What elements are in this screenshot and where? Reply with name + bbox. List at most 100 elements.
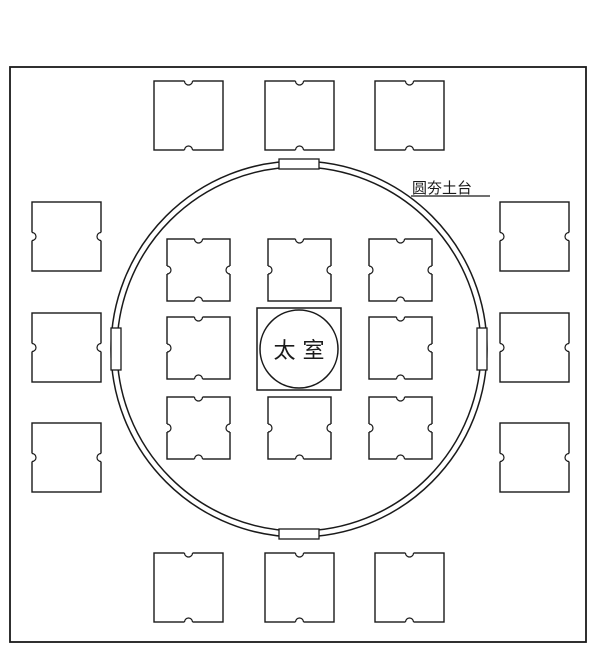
outer-room-west-1-notch-r	[96, 231, 102, 242]
inner-room-ne-notch-b	[395, 296, 406, 302]
inner-room-n-notch-t	[294, 238, 305, 244]
inner-room-nw	[165, 237, 232, 303]
outer-room-west-3-notch-r	[96, 452, 102, 463]
inner-room-se-notch-t	[395, 396, 406, 402]
outer-room-south-2-outline	[264, 552, 335, 623]
inner-room-n-outline	[267, 238, 332, 302]
inner-room-e-notch-b	[395, 374, 406, 380]
outer-room-south-1-notch-b	[183, 617, 194, 623]
inner-room-se-notch-l	[368, 423, 374, 433]
outer-room-east-3-notch-l	[499, 452, 505, 463]
outer-room-south-1-notch-t	[183, 552, 194, 558]
inner-room-nw-notch-r	[225, 265, 231, 275]
outer-room-south-3-notch-b	[404, 617, 415, 623]
outer-room-south-1	[153, 551, 224, 624]
outer-room-south-2-notch-t	[294, 552, 305, 558]
outer-room-east-1-outline	[499, 201, 570, 272]
outer-rooms	[30, 79, 571, 624]
inner-room-w	[165, 315, 231, 381]
central-hall-circle	[259, 309, 339, 389]
outer-room-east-2	[498, 312, 571, 383]
inner-room-s-outline	[267, 396, 332, 460]
outer-room-west-1	[30, 201, 103, 272]
inner-room-se-notch-r	[427, 423, 433, 433]
outer-room-east-3-notch-r	[564, 452, 570, 463]
outer-room-north-1	[153, 79, 224, 152]
inner-room-s	[266, 396, 333, 461]
outer-room-east-2-notch-l	[499, 342, 505, 353]
outer-room-north-3-outline	[374, 80, 445, 151]
outer-room-east-1	[498, 201, 571, 272]
outer-room-west-3	[30, 422, 103, 493]
outer-room-north-1-outline	[153, 80, 224, 151]
inner-room-ne	[367, 237, 434, 303]
outer-room-east-2-outline	[499, 312, 570, 383]
inner-room-s-notch-b	[294, 454, 305, 460]
inner-room-sw-notch-r	[225, 423, 231, 433]
outer-room-east-3	[498, 422, 571, 493]
outer-room-south-3-notch-t	[404, 552, 415, 558]
inner-room-w-notch-t	[193, 316, 204, 322]
inner-room-nw-outline	[166, 238, 231, 302]
outer-room-south-3	[374, 551, 445, 624]
outer-room-north-2-outline	[264, 80, 335, 151]
central-hall-label: 太 室	[274, 339, 325, 364]
inner-room-sw-notch-t	[193, 396, 204, 402]
outer-room-east-1-notch-l	[499, 231, 505, 242]
inner-room-s-notch-l	[267, 423, 273, 433]
inner-room-n-notch-l	[267, 265, 273, 275]
outer-room-north-1-notch-b	[183, 145, 194, 151]
outer-room-south-2-notch-b	[294, 617, 305, 623]
inner-room-n	[266, 237, 333, 302]
outer-room-north-1-notch-t	[183, 80, 194, 86]
outer-room-west-2-outline	[31, 312, 102, 383]
outer-room-west-2	[30, 312, 103, 383]
gate-east	[476, 327, 488, 371]
gate-north	[278, 158, 320, 170]
outer-room-south-3-outline	[374, 552, 445, 623]
inner-room-sw	[165, 395, 232, 461]
outer-room-west-2-notch-r	[96, 342, 102, 353]
inner-room-se-notch-b	[395, 454, 406, 460]
inner-room-ne-notch-l	[368, 265, 374, 275]
inner-room-sw-notch-b	[193, 454, 204, 460]
inner-room-ne-notch-r	[427, 265, 433, 275]
gate-west	[110, 327, 122, 371]
inner-room-nw-notch-l	[166, 265, 172, 275]
inner-room-e-outline	[368, 316, 433, 380]
inner-room-e-notch-r	[427, 343, 433, 353]
gate-south	[278, 528, 320, 540]
inner-room-n-notch-r	[326, 265, 332, 275]
outer-room-north-3-notch-b	[404, 145, 415, 151]
outer-room-north-2-notch-t	[294, 80, 305, 86]
inner-room-se-outline	[368, 396, 433, 460]
inner-room-sw-notch-l	[166, 423, 172, 433]
outer-room-south-2	[264, 551, 335, 624]
inner-room-ne-outline	[368, 238, 433, 302]
outer-room-north-2	[264, 79, 335, 152]
outer-room-west-2-notch-l	[31, 342, 37, 353]
outer-room-south-1-outline	[153, 552, 224, 623]
inner-room-ne-notch-t	[395, 238, 406, 244]
outer-room-north-3	[374, 79, 445, 152]
outer-room-north-3-notch-t	[404, 80, 415, 86]
inner-room-w-notch-b	[193, 374, 204, 380]
inner-room-e-notch-t	[395, 316, 406, 322]
outer-room-west-1-outline	[31, 201, 102, 272]
outer-room-north-2-notch-b	[294, 145, 305, 151]
outer-room-west-3-outline	[31, 422, 102, 493]
outer-room-west-1-notch-l	[31, 231, 37, 242]
inner-room-nw-notch-t	[193, 238, 204, 244]
outer-room-east-2-notch-r	[564, 342, 570, 353]
inner-room-w-outline	[166, 316, 231, 380]
inner-room-nw-notch-b	[193, 296, 204, 302]
inner-room-w-notch-l	[166, 343, 172, 353]
inner-room-sw-outline	[166, 396, 231, 460]
inner-rooms	[165, 237, 434, 461]
inner-room-e	[368, 315, 434, 381]
inner-room-s-notch-r	[326, 423, 332, 433]
outer-room-east-1-notch-r	[564, 231, 570, 242]
outer-room-east-3-outline	[499, 422, 570, 493]
platform-label: 圆夯土台	[412, 179, 472, 197]
